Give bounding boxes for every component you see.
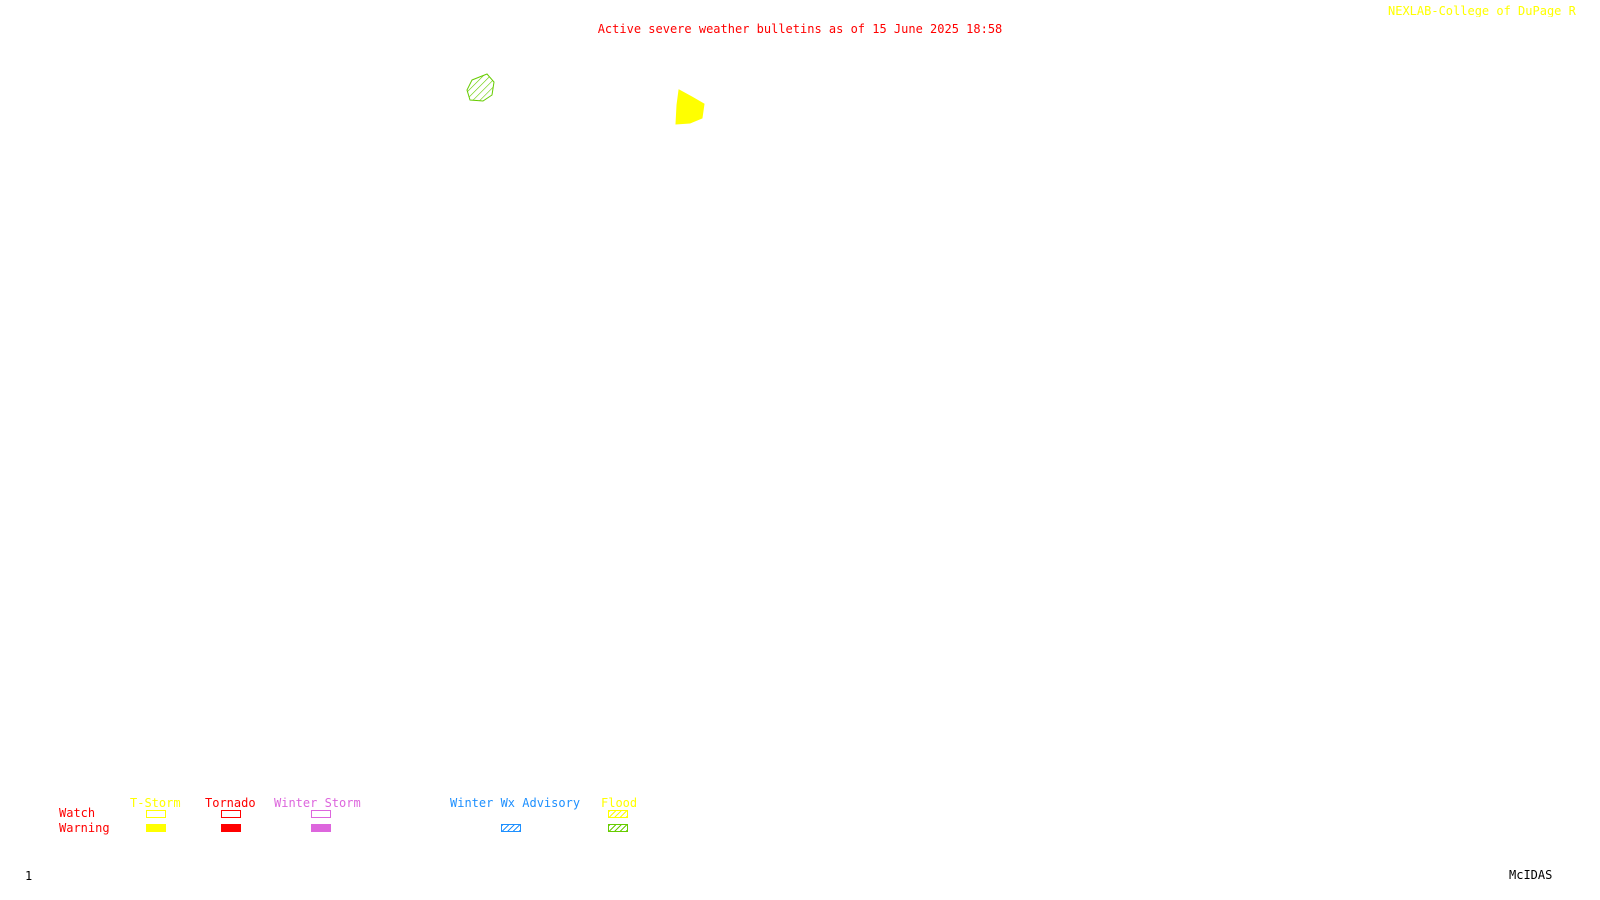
credit-text: NEXLAB-College of DuPage R	[1388, 5, 1576, 17]
software-label: McIDAS	[1509, 868, 1553, 882]
frame-number: 1	[25, 869, 33, 883]
legend-winter-storm-warning-swatch	[311, 824, 331, 832]
legend-winter-storm-label: Winter Storm	[274, 796, 361, 810]
legend-tstorm-label: T-Storm	[130, 796, 181, 810]
flood-warning-polygon[interactable]	[466, 73, 495, 102]
legend-winter-wx-advisory-label: Winter Wx Advisory	[450, 796, 581, 810]
legend-winter-storm-watch-swatch	[311, 810, 331, 818]
legend-tstorm-warning-swatch	[146, 824, 166, 832]
legend-tornado-warning-swatch	[221, 824, 241, 832]
tstorm-warning-polygon[interactable]	[675, 89, 705, 125]
legend-tornado-watch-swatch	[221, 810, 241, 818]
legend-row-warning: Warning	[59, 821, 110, 835]
legend-flood-watch-swatch	[608, 810, 628, 818]
legend-tstorm-watch-swatch	[146, 810, 166, 818]
legend-winter-wx-advisory-swatch	[501, 824, 521, 832]
legend-row-watch: Watch	[59, 806, 96, 820]
map-title: Active severe weather bulletins as of 15…	[597, 22, 1003, 36]
legend-flood-label: Flood	[601, 796, 638, 810]
legend-flood-warning-swatch	[608, 824, 628, 832]
legend-tornado-label: Tornado	[205, 796, 256, 810]
